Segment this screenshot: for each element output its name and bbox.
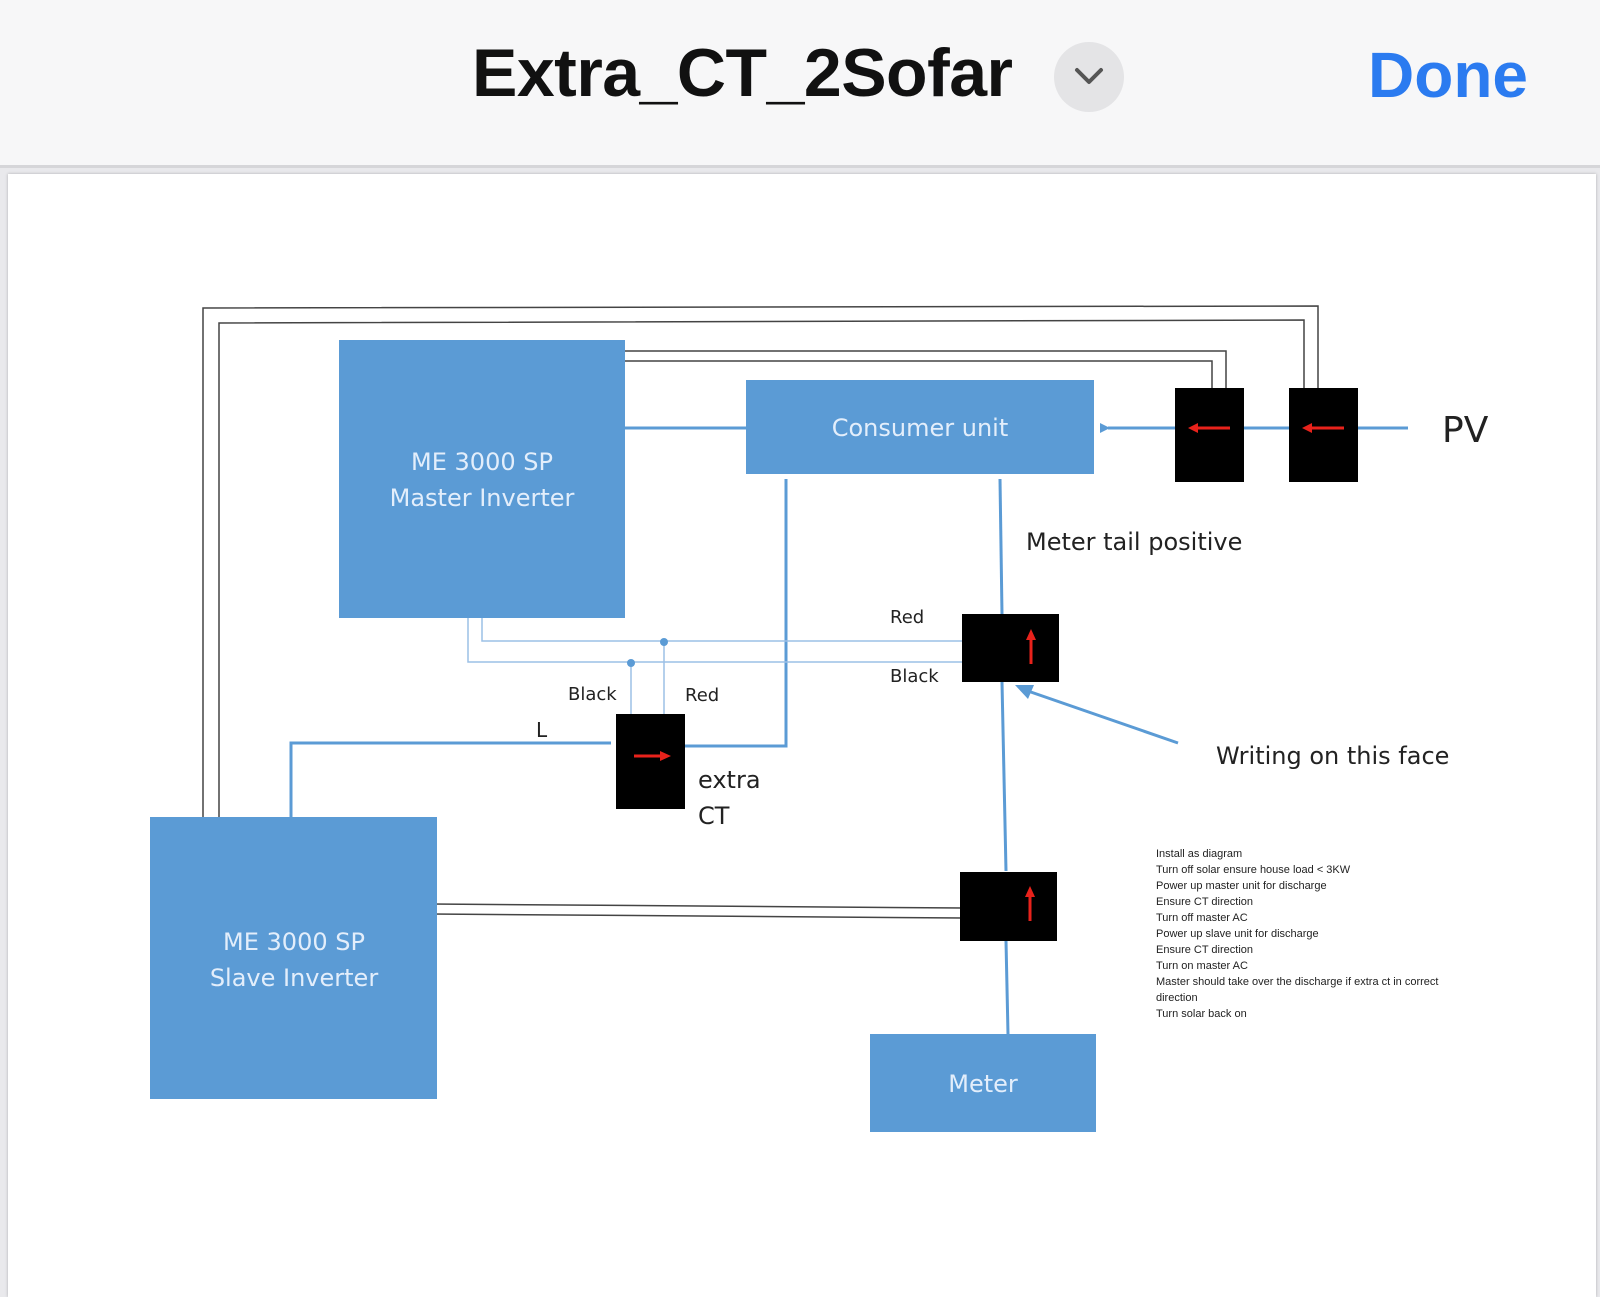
l-label: L	[536, 718, 548, 742]
signal-junction-black	[627, 659, 635, 667]
red-label-main: Red	[890, 607, 924, 628]
instruction-line: Install as diagram	[1156, 848, 1242, 860]
instruction-line: Turn on master AC	[1156, 960, 1248, 972]
black-label-extra: Black	[568, 684, 617, 705]
instruction-line: Ensure CT direction	[1156, 896, 1253, 908]
wiring-diagram: ME 3000 SP Master Inverter Consumer unit	[150, 305, 1489, 1132]
meter-box	[870, 1034, 1096, 1132]
done-button[interactable]: Done	[1368, 39, 1528, 111]
instruction-line: direction	[1156, 992, 1198, 1004]
signal-junction-red	[660, 638, 668, 646]
pv-ct-clamp-1	[1175, 388, 1244, 482]
pv-label: PV	[1442, 410, 1489, 451]
extra-ct-label-line1: extra	[698, 766, 761, 794]
red-label-extra: Red	[685, 685, 719, 706]
consumer-unit-label: Consumer unit	[832, 414, 1009, 442]
blue-wires	[289, 423, 1408, 1035]
document-page: ME 3000 SP Master Inverter Consumer unit	[8, 174, 1596, 1297]
main-ct-clamp	[962, 614, 1059, 682]
instruction-line: Turn off master AC	[1156, 912, 1248, 924]
master-inverter-label-line2: Master Inverter	[390, 484, 575, 512]
meter-label: Meter	[948, 1070, 1018, 1098]
master-inverter-box	[339, 340, 625, 618]
master-inverter-label-line1: ME 3000 SP	[411, 448, 553, 476]
meter-tail-label: Meter tail positive	[1026, 528, 1242, 556]
meter-ct-clamp	[960, 872, 1057, 941]
pv-loop-wires	[202, 305, 1319, 817]
writing-arrow-head	[1015, 685, 1034, 699]
pv-ct-clamp-2	[1289, 388, 1358, 482]
signal-wires	[467, 618, 962, 714]
navigation-bar: Extra_CT_2Sofar Done	[0, 0, 1600, 168]
slave-inverter-label-line2: Slave Inverter	[210, 964, 379, 992]
black-label-main: Black	[890, 666, 939, 687]
writing-label: Writing on this face	[1216, 742, 1449, 770]
instructions-list: Install as diagram Turn off solar ensure…	[1156, 848, 1438, 1020]
instruction-line: Master should take over the discharge if…	[1156, 976, 1438, 988]
slave-inverter-label-line1: ME 3000 SP	[223, 928, 365, 956]
document-title[interactable]: Extra_CT_2Sofar	[472, 35, 1013, 111]
consumer-unit-box	[746, 380, 1094, 474]
extra-ct-clamp	[616, 714, 685, 809]
master-ct-wires	[625, 350, 1227, 388]
slave-ct-wires	[430, 903, 964, 919]
instruction-line: Ensure CT direction	[1156, 944, 1253, 956]
chevron-down-icon[interactable]	[1054, 42, 1124, 112]
instruction-line: Power up slave unit for discharge	[1156, 928, 1319, 940]
instruction-line: Power up master unit for discharge	[1156, 880, 1327, 892]
extra-ct-label-line2: CT	[698, 802, 730, 830]
instruction-line: Turn off solar ensure house load < 3KW	[1156, 864, 1351, 876]
instruction-line: Turn solar back on	[1156, 1008, 1247, 1020]
slave-inverter-box	[150, 817, 437, 1099]
